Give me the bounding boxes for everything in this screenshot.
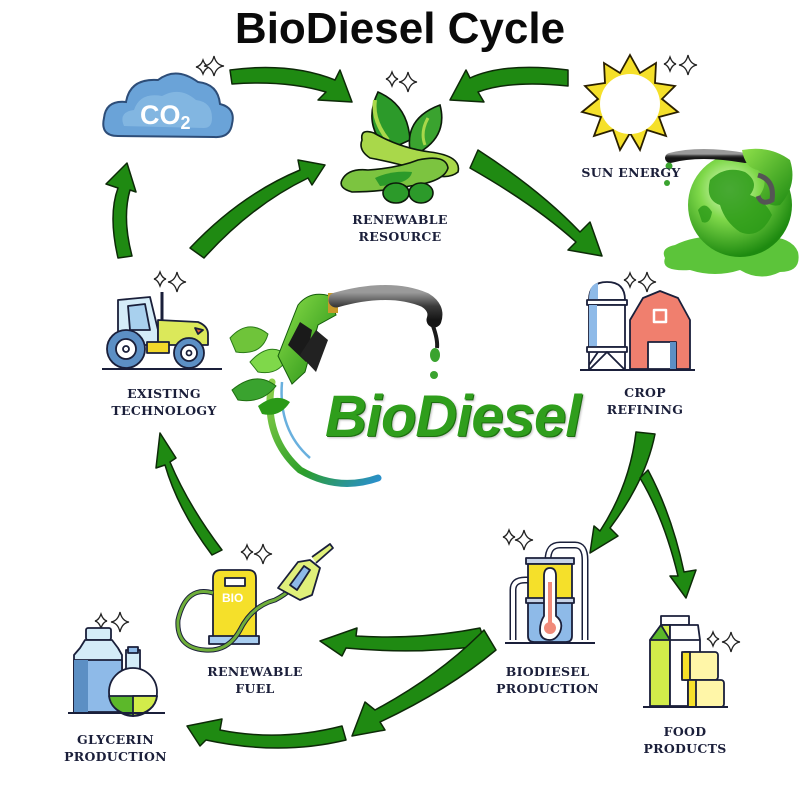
sparkle-icon <box>623 270 637 290</box>
arrow-crop-to-food <box>639 469 697 599</box>
sparkle-icon <box>253 543 273 565</box>
arrow-bottom-to-glycerin <box>186 718 347 749</box>
label-biodiesel-production: BIODIESEL PRODUCTION <box>490 663 605 697</box>
flow-arrows <box>105 66 697 749</box>
arrow-tech-to-resource <box>189 159 326 259</box>
sparkle-icon <box>663 54 677 74</box>
label-existing-technology: EXISTING TECHNOLOGY <box>104 385 224 419</box>
silo-barn-icon <box>580 281 695 371</box>
arrow-resource-to-crop <box>469 149 603 257</box>
label-line: FUEL <box>235 681 275 696</box>
label-line: REFINING <box>606 402 684 417</box>
label-line: CROP <box>624 385 666 400</box>
arrow-biodiesel-to-fuel <box>319 627 487 657</box>
label-line: PRODUCTS <box>643 741 727 756</box>
label-line: EXISTING <box>127 386 201 401</box>
label-renewable-fuel: RENEWABLE FUEL <box>200 663 310 697</box>
bio-text: BIO <box>222 591 243 605</box>
label-renewable-resource: RENEWABLE RESOURCE <box>340 211 460 245</box>
arrow-co2-to-resource <box>229 66 353 103</box>
soybean-plant-icon <box>340 90 460 204</box>
diagram-title: BioDiesel Cycle <box>234 4 566 53</box>
label-line: FOOD <box>663 724 707 739</box>
arrow-tech-to-co2 <box>105 162 137 259</box>
label-line: SUN ENERGY <box>581 165 681 180</box>
sun-icon <box>580 53 680 153</box>
label-line: PRODUCTION <box>64 749 167 764</box>
co2-text: CO2 <box>140 100 191 133</box>
co2-cloud-icon: CO2 <box>102 72 234 139</box>
tractor-icon <box>102 292 222 370</box>
sparkle-icon <box>94 611 108 631</box>
sparkle-icon <box>637 271 657 293</box>
sparkle-icon <box>240 542 254 562</box>
label-line: GLYCERIN <box>77 732 154 747</box>
sparkle-icon <box>502 527 516 547</box>
arrow-sun-to-resource <box>449 66 569 103</box>
sparkle-icon <box>167 271 187 293</box>
sparkle-icon <box>153 269 167 289</box>
label-line: TECHNOLOGY <box>111 403 217 418</box>
sparkle-icon <box>721 631 741 653</box>
sparkle-icon <box>678 54 698 76</box>
label-crop-refining: CROP REFINING <box>600 384 690 418</box>
sparkle-icon <box>110 611 130 633</box>
sparkle-icon <box>385 69 399 89</box>
label-line: PRODUCTION <box>496 681 599 696</box>
label-line: RENEWABLE <box>207 664 303 679</box>
sparkle-icon <box>706 629 720 649</box>
arrow-crop-to-biodiesel <box>589 431 656 554</box>
arrow-fuel-to-tech <box>155 432 223 556</box>
sparkle-icon <box>203 55 225 77</box>
label-glycerin-production: GLYCERIN PRODUCTION <box>58 731 173 765</box>
label-line: RENEWABLE <box>352 212 448 227</box>
bottle-flask-icon <box>68 627 165 717</box>
bio-fuel-pump-icon: BIO <box>175 543 334 653</box>
sparkles <box>94 54 741 653</box>
label-food-products: FOOD PRODUCTS <box>630 723 740 757</box>
globe-fuel-nozzle-icon <box>663 148 799 277</box>
reactor-thermometer-icon <box>505 541 595 644</box>
biodiesel-logo <box>229 285 443 487</box>
logo-text: BioDiesel <box>325 384 581 449</box>
sparkle-icon <box>514 529 534 551</box>
milk-carton-butter-icon <box>643 615 728 708</box>
sparkle-icon <box>398 71 418 93</box>
arrow-biodiesel-to-glycerin <box>351 629 497 737</box>
label-line: BIODIESEL <box>505 664 590 679</box>
label-line: RESOURCE <box>358 229 442 244</box>
label-sun-energy: SUN ENERGY <box>576 164 686 181</box>
